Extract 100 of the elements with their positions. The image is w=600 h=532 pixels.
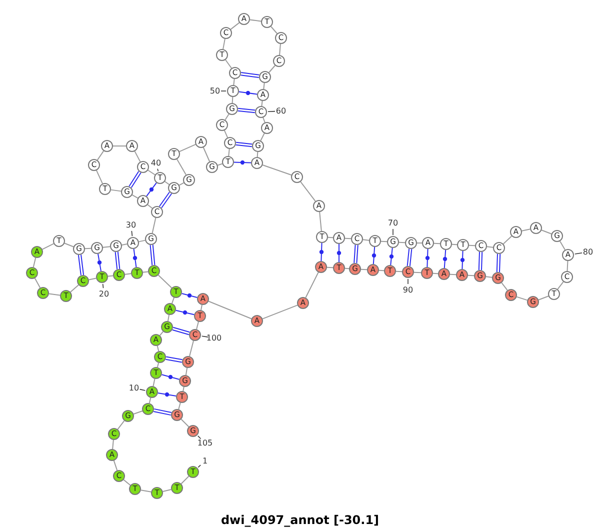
backbone-line xyxy=(182,386,184,392)
backbone-line xyxy=(152,378,156,387)
backbone-line xyxy=(378,270,384,272)
backbone-line xyxy=(263,82,265,90)
backbone-line xyxy=(256,152,258,158)
backbone-line xyxy=(96,170,103,184)
backbone-line xyxy=(133,410,143,415)
backbone-line xyxy=(34,278,41,288)
backbone-line xyxy=(344,268,350,270)
backbone-line xyxy=(32,257,36,268)
position-number: 80 xyxy=(582,248,594,256)
base-pair-line xyxy=(158,192,172,208)
position-number: 70 xyxy=(388,218,398,228)
base-pair-line xyxy=(97,253,102,272)
backbone-line xyxy=(208,300,252,320)
backbone-line xyxy=(132,194,138,199)
position-number: 50 xyxy=(210,86,220,96)
backbone-line xyxy=(262,164,292,176)
backbone-line xyxy=(124,273,132,275)
backbone-line xyxy=(380,240,388,242)
base-pair-line xyxy=(114,251,120,270)
backbone-line xyxy=(416,242,422,244)
base-pair-line xyxy=(372,246,376,265)
backbone-line xyxy=(222,38,226,50)
base-pair-line xyxy=(478,251,483,271)
backbone-line xyxy=(172,297,174,304)
backbone-line xyxy=(225,59,232,69)
backbone-line xyxy=(162,488,172,492)
backbone-line xyxy=(300,181,316,202)
backbone-line xyxy=(147,204,153,209)
backbone-line xyxy=(486,246,494,248)
backbone-line xyxy=(167,314,170,322)
backbone-line xyxy=(185,367,188,376)
caption: dwi_4097_annot [-30.1] xyxy=(220,513,380,527)
position-number: 40 xyxy=(150,158,162,168)
backbone-line xyxy=(228,148,230,157)
backbone-line xyxy=(396,270,402,272)
backbone-line xyxy=(502,236,512,244)
position-number: 1 xyxy=(202,456,208,466)
backbone-line xyxy=(102,246,111,248)
backbone-line xyxy=(521,228,531,232)
base-pair-line xyxy=(153,408,172,416)
base-pair-line xyxy=(78,254,84,276)
backbone-line xyxy=(117,420,125,430)
position-number: 20 xyxy=(98,290,110,298)
backbone-line xyxy=(398,242,406,244)
backbone-line xyxy=(110,189,122,192)
backbone-line xyxy=(538,296,549,300)
backbone-line xyxy=(121,244,128,246)
backbone-line xyxy=(48,293,61,296)
base-pair-line xyxy=(181,293,198,298)
backbone-line xyxy=(96,150,104,161)
base-pair-line xyxy=(237,108,256,114)
backbone-line xyxy=(140,490,152,492)
position-number: 90 xyxy=(402,286,414,294)
base-pair-line xyxy=(319,242,324,262)
base-pair-line xyxy=(161,374,180,380)
backbone-line xyxy=(468,274,474,276)
backbone-line xyxy=(232,96,234,104)
base-pair-line xyxy=(389,247,394,266)
backbone-line xyxy=(138,240,146,242)
base-pair-line xyxy=(240,72,260,78)
base-pair-line xyxy=(442,249,448,269)
backbone-line xyxy=(217,163,223,166)
position-number: 30 xyxy=(126,220,136,230)
backbone-line xyxy=(557,281,564,290)
backbone-line xyxy=(176,158,186,176)
backbone-line xyxy=(112,439,114,450)
backbone-line xyxy=(566,260,568,272)
backbone-line xyxy=(178,402,181,410)
backbone-line xyxy=(362,239,370,241)
base-pair-line xyxy=(235,142,253,148)
backbone-line xyxy=(262,117,266,123)
backbone-line xyxy=(230,22,240,30)
backbone-line xyxy=(42,243,54,250)
backbone-line xyxy=(70,284,79,293)
backbone-line xyxy=(360,268,368,270)
backbone-line xyxy=(485,276,493,278)
backbone-line xyxy=(468,244,476,246)
backbone-line xyxy=(64,242,74,248)
backbone-line xyxy=(262,304,298,320)
backbone-line xyxy=(233,78,235,86)
base-pair-line xyxy=(146,182,157,197)
backbone-line xyxy=(202,147,210,162)
base-pair-line xyxy=(132,248,138,268)
backbone-line xyxy=(142,271,149,273)
backbone-line xyxy=(501,282,508,291)
position-number: 60 xyxy=(276,106,286,116)
backbone-line xyxy=(189,340,194,357)
base-pair-line xyxy=(175,310,195,316)
backbone-line xyxy=(152,217,156,234)
backbone-line xyxy=(134,150,141,162)
backbone-line xyxy=(414,272,422,274)
backbone-line xyxy=(432,272,438,274)
backbone-line xyxy=(270,26,278,34)
backbone-line xyxy=(196,321,199,330)
base-pair-line xyxy=(460,250,465,270)
backbone-line xyxy=(224,130,228,138)
backbone-line xyxy=(560,240,566,250)
backbone-line xyxy=(516,296,528,301)
